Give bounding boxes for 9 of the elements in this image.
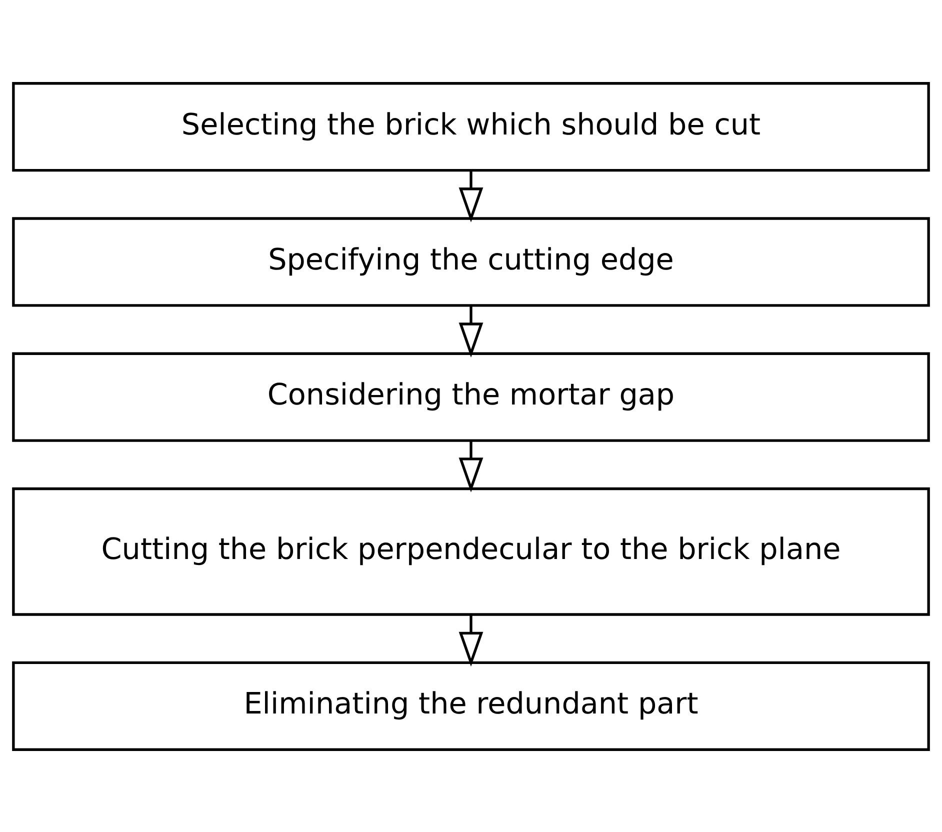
arrow xyxy=(458,305,484,357)
arrow xyxy=(458,170,484,222)
node-box: Eliminating the redundant part xyxy=(12,660,930,750)
node-box: Specifying the cutting edge xyxy=(12,216,930,306)
node-box: Considering the mortar gap xyxy=(12,352,930,442)
arrow xyxy=(458,614,484,666)
node-box: Selecting the brick which should be cut xyxy=(12,82,930,172)
node-box: Cutting the brick perpendecular to the brick plane xyxy=(12,486,930,616)
arrow xyxy=(458,440,484,492)
